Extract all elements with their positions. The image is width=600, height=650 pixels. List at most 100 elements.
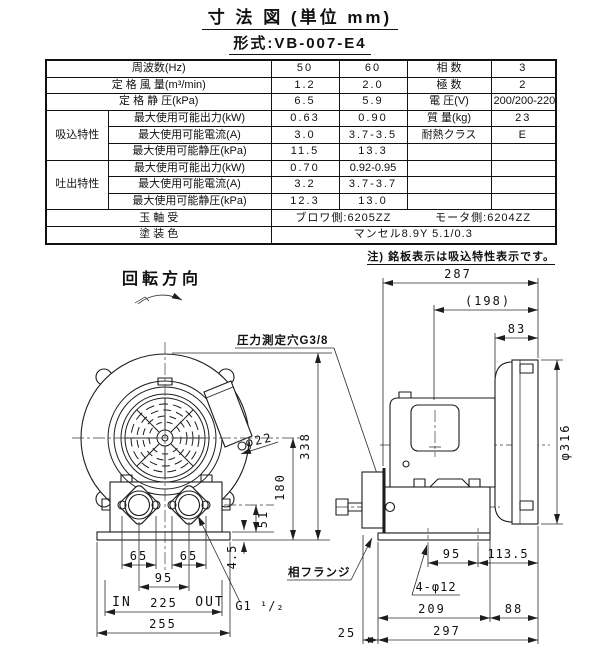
gland-dia-callout: φ22 (240, 430, 279, 455)
pole-value: 2 (490, 76, 557, 95)
suction-power-50: 0.63 (270, 109, 340, 128)
side-dimensions: 287 (198) 83 φ316 95 113.5 4-φ12 (338, 267, 572, 644)
silencer-base-side (335, 468, 491, 546)
technical-drawing: 回転方向 (72, 267, 572, 644)
drain-hole (402, 460, 410, 468)
suction-power-60: 0.90 (338, 109, 408, 128)
heat-class-label: 耐熱クラス (406, 126, 492, 144)
dim-209: 209 (418, 602, 446, 616)
pressure-60: 5.9 (338, 93, 408, 111)
dim-297: 297 (433, 624, 461, 638)
dim-25: 25 (338, 626, 356, 640)
discharge-static-50: 12.3 (270, 192, 340, 211)
row-discharge-power: 吐出特性 最大使用可能出力(kW) 0.70 0.92-0.95 (45, 159, 557, 211)
base-plate-side (377, 532, 491, 541)
flow-50: 1.2 (270, 76, 340, 95)
discharge-static-60: 13.0 (338, 192, 408, 211)
gland-dia-text: φ22 (244, 430, 274, 449)
suction-group-label: 吸込特性 (45, 109, 109, 161)
discharge-power-60: 0.92-0.95 (338, 159, 408, 178)
dim-198: (198) (465, 294, 511, 308)
dim-316: φ316 (558, 424, 572, 461)
voltage-label: 電 圧(V) (406, 93, 492, 111)
row-discharge-static: 最大使用可能静圧(kPa) 12.3 13.0 (46, 192, 557, 211)
sheet-title: 寸 法 図 (単位 mm) (201, 3, 399, 30)
dim-180: 180 (273, 473, 287, 501)
suction-current-label: 最大使用可能電流(A) (107, 126, 272, 144)
motor-body (389, 391, 496, 488)
port-out (167, 485, 211, 525)
port-out-label: OUT (195, 595, 224, 610)
pressure-50: 6.5 (270, 93, 340, 111)
flow-60: 2.0 (338, 76, 408, 95)
row-suction-current: 最大使用可能電流(A) 3.0 3.7-3.5 耐熱クラス E (46, 126, 557, 144)
row-discharge-current: 最大使用可能電流(A) 3.2 3.7-3.7 (46, 176, 557, 194)
suction-static-label: 最大使用可能静圧(kPa) (107, 142, 272, 161)
mass-value: 23 (490, 109, 557, 128)
suction-power-label: 最大使用可能出力(kW) (107, 109, 272, 128)
bearing-motor-side: モータ側:6204ZZ (435, 211, 532, 224)
paint-label: 塗 装 色 (45, 225, 272, 245)
casing-cover (511, 359, 539, 525)
row-paint: 塗 装 色 マンセル8.9Y 5.1/0.3 (45, 225, 557, 245)
dim-88: 88 (505, 602, 523, 616)
port-in-label: IN (112, 595, 132, 610)
rotation-arrow-icon (134, 292, 183, 305)
freq-60: 60 (338, 59, 408, 78)
mating-flange (361, 471, 384, 529)
voltage-value: 200/200-220 (490, 93, 557, 111)
mass-label: 質 量(kg) (406, 109, 492, 128)
mating-flange-label: 相フランジ (288, 565, 351, 579)
freq-50: 50 (270, 59, 340, 78)
base-holes-label: 4-φ12 (415, 580, 456, 594)
dim-65-left: 65 (130, 549, 148, 563)
discharge-group-label: 吐出特性 (45, 159, 109, 211)
rotation-direction-label: 回転方向 (122, 269, 202, 288)
dim-338: 338 (298, 432, 312, 460)
bearing-label: 玉 軸 受 (45, 209, 272, 227)
silencer-base-box (96, 474, 231, 541)
discharge-current-50: 3.2 (270, 176, 340, 194)
row-bearing: 玉 軸 受 ブロワ側:6205ZZ モータ側:6204ZZ (45, 209, 557, 227)
side-view: 相フランジ 287 (287, 267, 572, 644)
suction-current-50: 3.0 (270, 126, 340, 144)
front-view: 回転方向 (72, 269, 388, 637)
dim-4-5: 4.5 (225, 545, 239, 570)
suction-static-50: 11.5 (270, 142, 340, 161)
pole-label: 極 数 (406, 76, 492, 95)
dim-287: 287 (444, 267, 472, 281)
dim-51: 51 (256, 510, 270, 528)
phase-value: 3 (490, 59, 557, 78)
base-plate (96, 531, 231, 541)
front-dimensions: 65 65 95 IN OUT 225 255 G1 ¹/₂ 51 (96, 352, 332, 637)
bearing-blower-side: ブロワ側:6205ZZ (295, 211, 392, 224)
suction-static-60: 13.3 (338, 142, 408, 161)
heat-class-value: E (490, 126, 557, 144)
discharge-power-label: 最大使用可能出力(kW) (107, 159, 272, 178)
dim-83: 83 (508, 322, 526, 336)
row-static-pressure: 定 格 静 圧(kPa) 6.5 5.9 電 圧(V) 200/200-220 (45, 93, 557, 111)
dim-225: 225 (150, 596, 178, 610)
dim-113-5: 113.5 (487, 547, 528, 561)
spec-table: 周波数(Hz) 50 60 相 数 3 定 格 風 量(m³/min) 1.2 … (45, 59, 557, 245)
row-suction-static: 最大使用可能静圧(kPa) 11.5 13.3 (46, 142, 557, 161)
sheet-header: 寸 法 図 (単位 mm) 形式:VB-007-E4 (0, 0, 600, 55)
port-thread-label: G1 ¹/₂ (235, 599, 284, 613)
phase-label: 相 数 (406, 59, 492, 78)
discharge-current-60: 3.7-3.7 (338, 176, 408, 194)
row-frequency: 周波数(Hz) 50 60 相 数 3 (45, 59, 557, 78)
discharge-current-label: 最大使用可能電流(A) (107, 176, 272, 194)
port-in (117, 485, 161, 525)
discharge-power-50: 0.70 (270, 159, 340, 178)
dim-255: 255 (149, 617, 177, 631)
pressure-label: 定 格 静 圧(kPa) (45, 93, 272, 111)
dim-65-right: 65 (180, 549, 198, 563)
pressure-hole (384, 501, 396, 513)
dim-95-ports: 95 (155, 571, 173, 585)
freq-label: 周波数(Hz) (45, 59, 272, 78)
row-suction-power: 吸込特性 最大使用可能出力(kW) 0.63 0.90 質 量(kg) 23 (45, 109, 557, 161)
paint-value: マンセル8.9Y 5.1/0.3 (270, 225, 557, 245)
terminal-box (203, 380, 253, 451)
blower-casing-side (494, 359, 539, 525)
